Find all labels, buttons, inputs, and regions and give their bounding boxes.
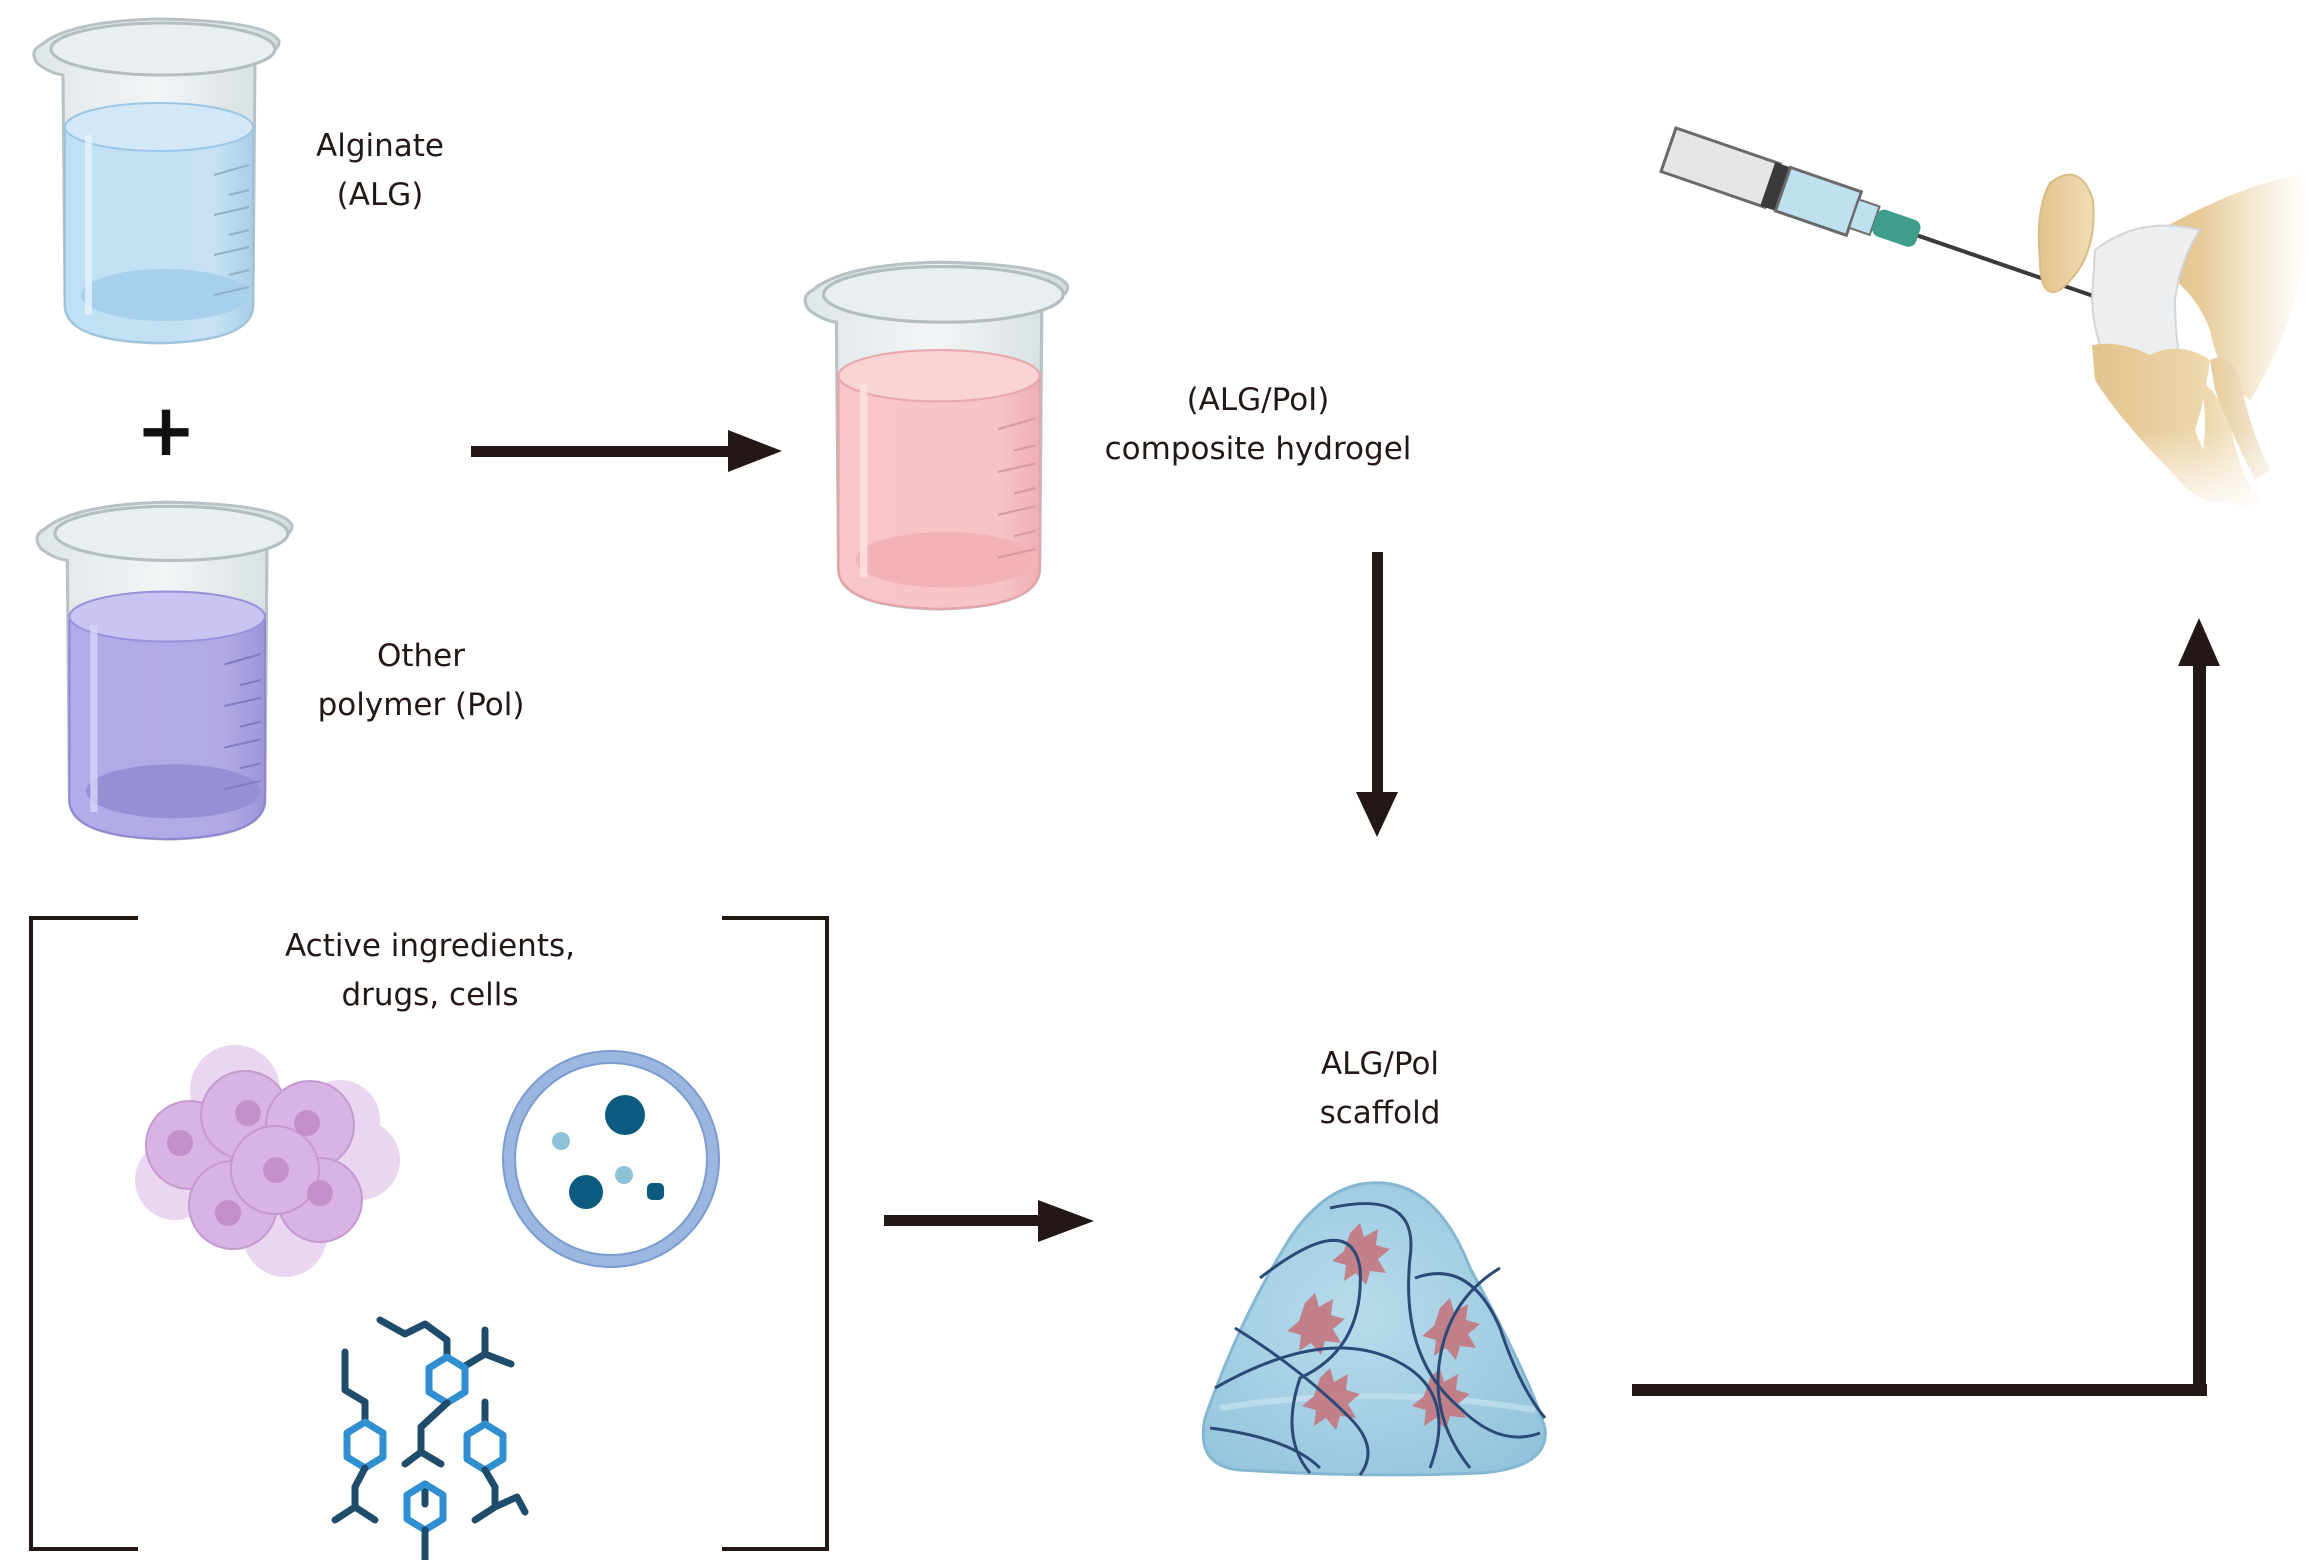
- polymer-label: Other polymer (Pol): [318, 632, 525, 730]
- alginate-label-line1: Alginate: [316, 128, 444, 164]
- scaffold-label: ALG/Pol scaffold: [1320, 1040, 1441, 1138]
- drug-vesicle-icon: [502, 1050, 720, 1268]
- actives-label-line2: drugs, cells: [341, 977, 519, 1013]
- polymer-label-line2: polymer (Pol): [317, 687, 525, 723]
- scaffold-icon: [1201, 1181, 1547, 1477]
- cell-cluster-icon: [135, 1045, 400, 1277]
- alginate-label: Alginate (ALG): [316, 122, 444, 220]
- syringe-knee-icon: [1659, 126, 2309, 540]
- beaker-alginate-icon: [32, 17, 281, 345]
- molecules-icon: [331, 1316, 529, 1560]
- arrow-actives-to-scaffold: [884, 1200, 1094, 1242]
- beaker-polymer-icon: [35, 500, 294, 841]
- composite-label-line1: (ALG/PoI): [1186, 382, 1330, 418]
- polymer-label-line1: Other: [376, 638, 466, 674]
- composite-label-line2: composite hydrogel: [1104, 431, 1412, 467]
- actives-label: Active ingredients, drugs, cells: [285, 922, 575, 1020]
- composite-label: (ALG/PoI) composite hydrogel: [1105, 376, 1412, 474]
- arrow-scaffold-to-injection: [1632, 618, 2220, 1396]
- alginate-label-line2: (ALG): [336, 177, 424, 213]
- plus-sign: +: [135, 388, 197, 472]
- arrow-composite-to-scaffold: [1356, 552, 1398, 837]
- scaffold-label-line2: scaffold: [1319, 1095, 1441, 1131]
- beaker-composite-icon: [803, 260, 1070, 611]
- arrow-mix-to-composite: [471, 430, 782, 472]
- actives-label-line1: Active ingredients,: [285, 928, 575, 964]
- scaffold-label-line1: ALG/Pol: [1320, 1046, 1440, 1082]
- actives-bracket: [29, 916, 829, 1551]
